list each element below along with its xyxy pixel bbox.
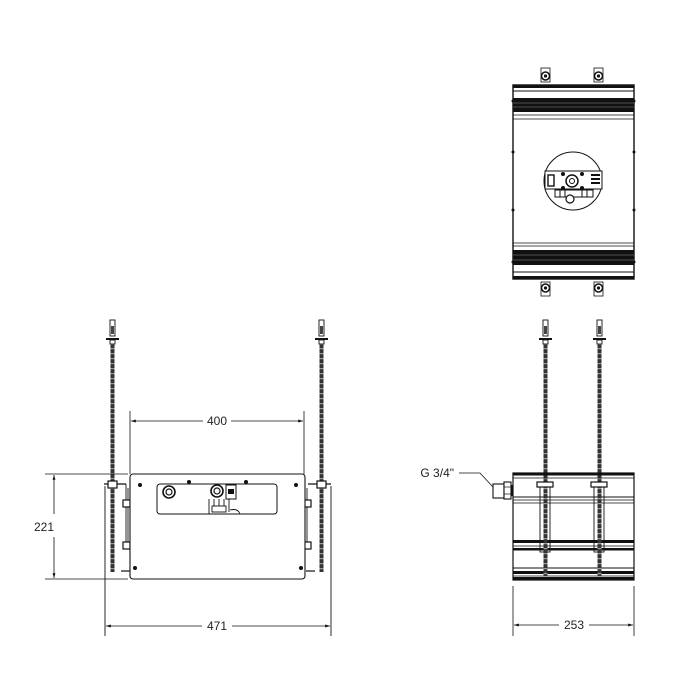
dimension-height: 221 xyxy=(34,473,128,580)
threaded-rod-left xyxy=(106,319,119,572)
dimension-side-width: 253 xyxy=(512,586,635,636)
panel-window xyxy=(156,483,278,515)
fitting-icon xyxy=(162,485,176,499)
threaded-rod-side-right xyxy=(593,319,606,576)
front-view: 400 221 471 xyxy=(34,319,332,636)
mounting-bracket-right xyxy=(303,480,332,636)
mounting-lug-icon xyxy=(540,67,551,83)
mounting-lug-icon xyxy=(593,281,604,297)
side-view: G 3/4" 253 xyxy=(420,319,635,636)
dimension-label-471: 471 xyxy=(207,619,227,633)
mounting-lug-icon xyxy=(540,281,551,297)
dimension-label-253: 253 xyxy=(564,618,584,632)
valve-icon xyxy=(208,484,241,515)
threaded-rod-right xyxy=(315,319,328,572)
dimension-overall-width: 471 xyxy=(106,619,330,633)
dimension-label-221: 221 xyxy=(34,520,54,534)
connection-fitting-icon xyxy=(492,481,513,500)
dimension-label-400: 400 xyxy=(207,414,227,428)
valve-assembly-icon xyxy=(543,151,603,211)
dimension-rod-spacing: 400 xyxy=(129,411,305,474)
annotation-connection-size: G 3/4" xyxy=(420,466,454,480)
threaded-rod-side-left xyxy=(539,319,552,576)
mounting-lug-icon xyxy=(593,67,604,83)
top-view xyxy=(511,67,636,297)
mounting-bracket-left xyxy=(104,480,131,636)
side-body xyxy=(512,472,635,581)
